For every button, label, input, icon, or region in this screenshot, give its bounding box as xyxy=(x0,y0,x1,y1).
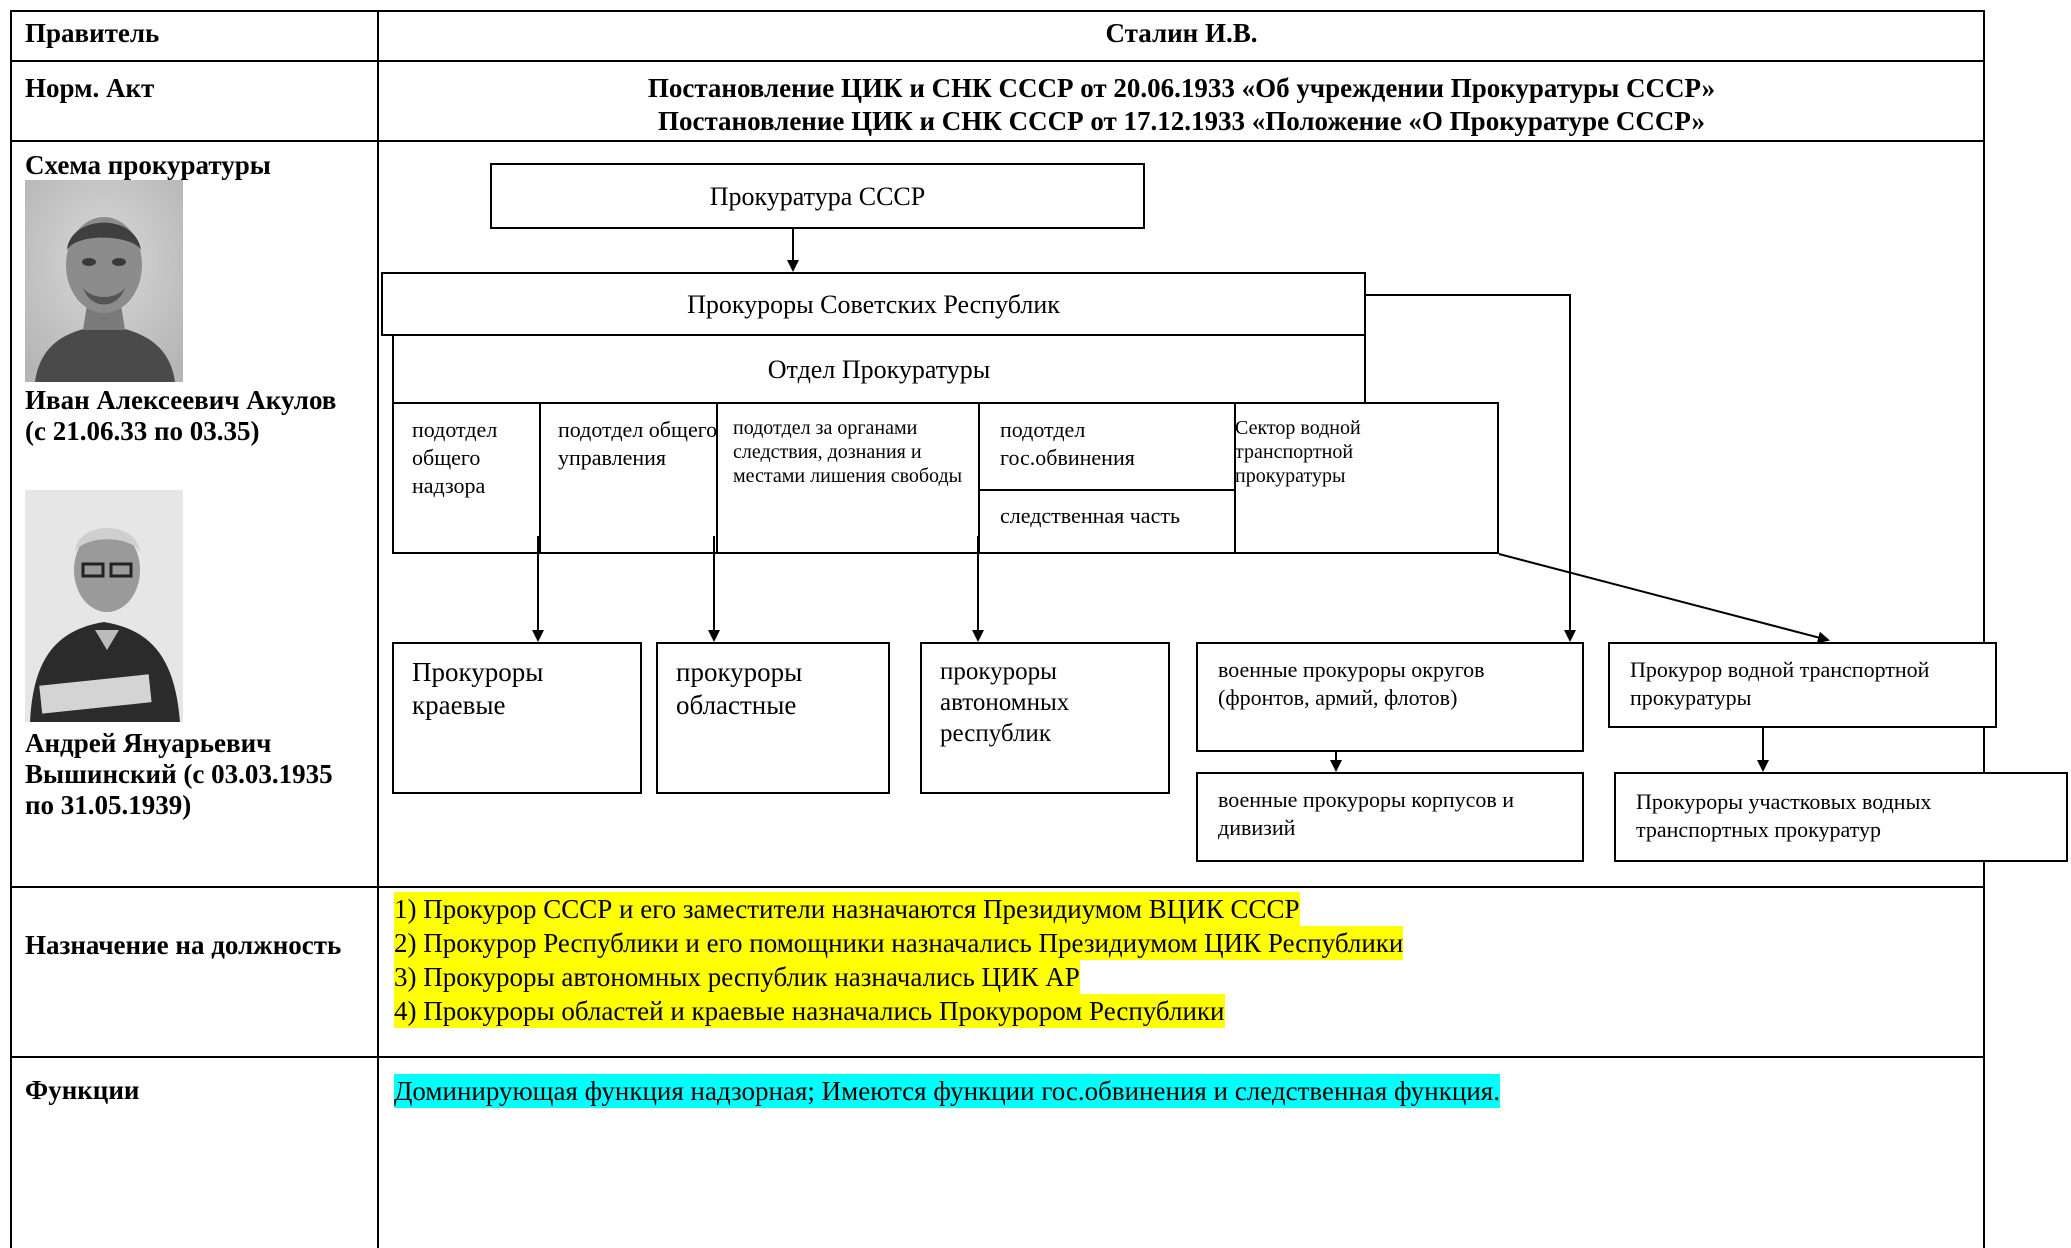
box-military-corps-label: военные прокуроры корпусов и дивизий xyxy=(1218,787,1515,840)
box-republic-prosecutors-label: Прокуроры Советских Республик xyxy=(687,289,1060,319)
box-republic-prosecutors: Прокуроры Советских Республик xyxy=(381,272,1366,336)
box-autonomous: прокуроры автономных республик xyxy=(920,642,1170,794)
box-autonomous-label: прокуроры автономных республик xyxy=(940,658,1070,747)
box-oblastnye-label: прокуроры областные xyxy=(676,657,803,720)
sub-water-transport-sector: Сектор водной транспортной прокуратуры xyxy=(1235,417,1361,487)
functions-text-wrap: Доминирующая функция надзорная; Имеются … xyxy=(394,1074,1974,1108)
box-department: Отдел Прокуратуры xyxy=(392,334,1366,404)
box-military-corps: военные прокуроры корпусов и дивизий xyxy=(1196,772,1584,862)
functions-label: Функции xyxy=(25,1075,140,1105)
appoint-label: Назначение на должность xyxy=(25,930,342,960)
person-2-caption: Андрей Януарьевич Вышинский (с 03.03.193… xyxy=(25,728,333,820)
box-water-sections-label: Прокуроры участковых водных транспортных… xyxy=(1636,789,1932,842)
appointment-1: 1) Прокурор СССР и его заместители назна… xyxy=(394,892,1300,926)
box-water-prosecutor-label: Прокурор водной транспортной прокуратуры xyxy=(1630,657,1930,710)
box-prokuratura-ussr: Прокуратура СССР xyxy=(490,163,1145,229)
box-water-sections: Прокуроры участковых водных транспортных… xyxy=(1614,772,2068,862)
box-kraevye-label: Прокуроры краевые xyxy=(412,657,544,720)
appointment-3: 3) Прокуроры автономных республик назнач… xyxy=(394,960,1080,994)
sub-investigative-part: следственная часть xyxy=(1000,503,1180,528)
appointment-4: 4) Прокуроры областей и краевые назначал… xyxy=(394,994,1225,1028)
box-oblastnye: прокуроры областные xyxy=(656,642,890,794)
functions-text: Доминирующая функция надзорная; Имеются … xyxy=(394,1074,1500,1108)
box-military-districts: военные прокуроры округов (фронтов, арми… xyxy=(1196,642,1584,752)
person-1-caption: Иван Алексеевич Акулов (с 21.06.33 по 03… xyxy=(25,385,337,446)
portrait-akulov xyxy=(25,180,183,382)
box-department-label: Отдел Прокуратуры xyxy=(767,354,991,384)
subdivisions-row xyxy=(392,402,1499,554)
sub-general-supervision: подотдел общего надзора xyxy=(412,417,498,498)
ruler-label: Правитель xyxy=(25,18,160,48)
appointment-2: 2) Прокурор Республики и его помощники н… xyxy=(394,926,1404,960)
box-water-prosecutor: Прокурор водной транспортной прокуратуры xyxy=(1608,642,1997,728)
box-prokuratura-ussr-label: Прокуратура СССР xyxy=(709,181,926,211)
sub-prosecution: подотдел гос.обвинения xyxy=(1000,417,1135,470)
act-line-1: Постановление ЦИК и СНК СССР от 20.06.19… xyxy=(647,73,1716,103)
portrait-vyshinsky xyxy=(25,490,183,722)
act-line-2: Постановление ЦИК и СНК СССР от 17.12.19… xyxy=(657,106,1706,136)
act-label: Норм. Акт xyxy=(25,73,155,103)
appointments-list: 1) Прокурор СССР и его заместители назна… xyxy=(394,892,1974,1028)
sub-general-management: подотдел общего управления xyxy=(558,417,718,470)
box-kraevye: Прокуроры краевые xyxy=(392,642,642,794)
box-military-districts-label: военные прокуроры округов (фронтов, арми… xyxy=(1218,657,1485,710)
scheme-label: Схема прокуратуры xyxy=(25,150,271,180)
ruler-value: Сталин И.В. xyxy=(1105,18,1258,48)
sub-investigation-organs: подотдел за органами следствия, дознания… xyxy=(733,417,963,487)
